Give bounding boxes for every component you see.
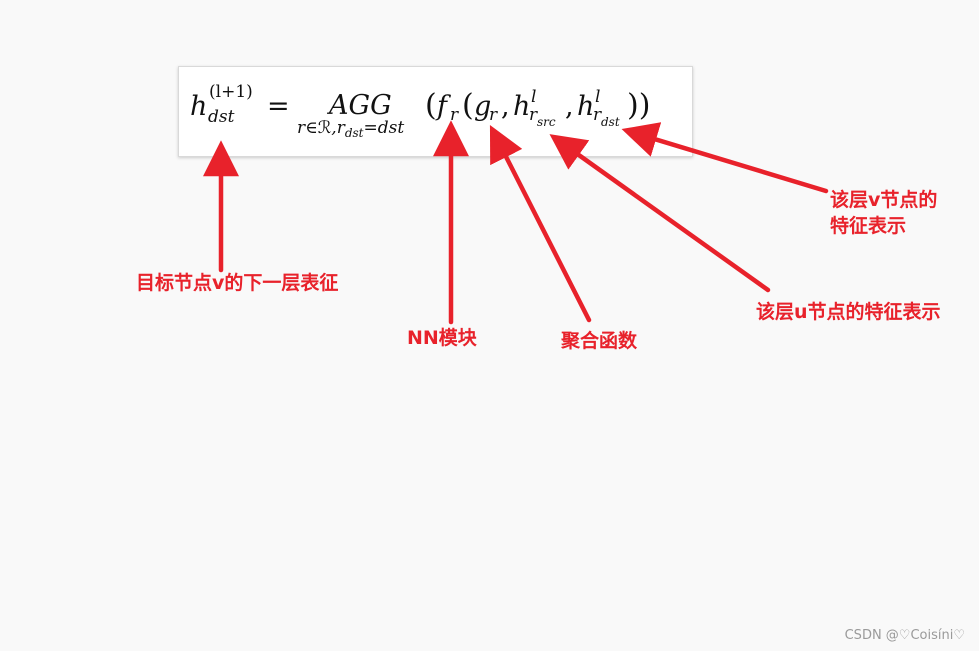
formula-agg-sub-eq: =dst [363,118,405,138]
formula-agg-sub-r: r∈ [297,118,318,138]
formula-h-dst-superscript: l [595,87,601,107]
formula-box: h (l+1) dst = AGG r∈ℛ,rdst=dst ( f r ( g… [178,66,693,157]
formula-f: f [437,91,447,122]
formula-agg-sub-calR: ℛ [317,118,332,138]
formula-h-target: h [190,91,208,122]
formula-agg-subscript: r∈ℛ,rdst=dst [297,118,405,140]
formula-h-dst: h [577,91,595,122]
formula-h-target-subscript: dst [208,107,235,127]
formula-agg-sub-comma: , [331,118,337,138]
watermark: CSDN @♡Coisíni♡ [844,628,965,643]
label-nn-module: NN模块 [407,327,477,349]
formula-g-subscript: r [489,105,498,125]
formula-left-paren-outer: ( [425,88,437,123]
label-v-node-features-line2: 特征表示 [830,215,907,237]
arrow-to-aggregate-function [489,124,592,323]
arrow-to-u-node-features [549,134,771,293]
formula-h-dst-subscript: r [593,105,602,125]
formula-g: g [474,91,492,122]
formula-agg: AGG [329,90,392,121]
label-v-node-features-line1: 该层v节点的 [830,189,938,211]
label-v-node-features: 该层v节点的 特征表示 [830,187,960,239]
formula-h-src-subsubscript: src [537,115,556,129]
formula-h-dst-subsubscript: dst [601,115,620,129]
formula-h-src-superscript: l [531,87,537,107]
formula-h-target-superscript: (l+1) [209,82,253,102]
label-u-node-features: 该层u节点的特征表示 [756,301,941,323]
label-target-next-layer: 目标节点v的下一层表征 [136,272,339,294]
formula-agg-sub-r2-subscript: dst [344,126,364,140]
formula-equals: = [267,91,290,122]
formula-right-parens: )) [627,88,651,123]
formula-comma-2: , [565,91,574,122]
formula-h-src: h [513,91,531,122]
label-aggregate-function: 聚合函数 [561,330,638,352]
formula-left-paren-inner: ( [462,88,474,123]
formula-comma-1: , [501,91,510,122]
formula-agg-sub-r2: r [336,118,345,138]
formula-h-src-subscript: r [529,105,538,125]
formula-f-subscript: r [450,105,459,125]
